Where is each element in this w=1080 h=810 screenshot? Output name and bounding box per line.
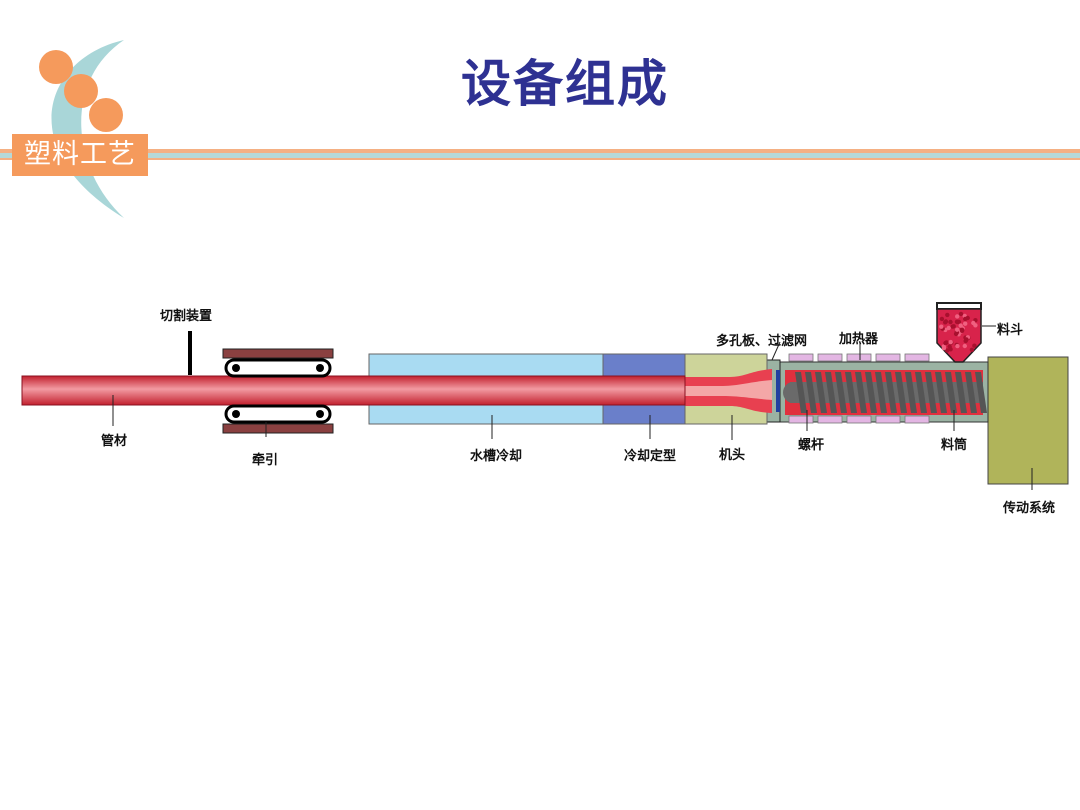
label-screw: 螺杆 xyxy=(798,438,825,453)
label-die-head: 机头 xyxy=(719,448,746,463)
drive-system xyxy=(987,356,1069,485)
cutter-blade xyxy=(188,331,192,375)
label-breaker-plate: 多孔板、过滤网 xyxy=(716,334,808,349)
extrusion-line-diagram xyxy=(21,302,1069,490)
section-badge: 塑料工艺 xyxy=(12,134,148,176)
puller-bottom-track xyxy=(224,404,332,424)
puller-top-plate xyxy=(222,348,334,359)
orange-dot-1 xyxy=(39,50,73,84)
pipe xyxy=(21,375,686,406)
filter-screen xyxy=(776,370,780,412)
orange-dot-3 xyxy=(89,98,123,132)
label-barrel: 料筒 xyxy=(941,438,968,453)
label-cutter: 切割装置 xyxy=(160,309,213,324)
label-hopper: 料斗 xyxy=(997,323,1024,338)
label-sizing: 冷却定型 xyxy=(624,449,677,464)
header-rule-band xyxy=(0,153,1080,158)
header-rule-top xyxy=(0,149,1080,153)
header-rule-bottom xyxy=(0,158,1080,160)
hopper-rim xyxy=(936,302,982,310)
screw xyxy=(783,372,987,413)
orange-dot-2 xyxy=(64,74,98,108)
label-drive: 传动系统 xyxy=(1003,501,1056,516)
label-heater: 加热器 xyxy=(839,332,879,347)
heaters xyxy=(788,353,930,424)
label-puller: 牵引 xyxy=(252,453,279,468)
puller-top-track xyxy=(224,358,332,378)
header-decoration xyxy=(0,40,1080,218)
label-water-tank: 水槽冷却 xyxy=(470,449,523,464)
page-title: 设备组成 xyxy=(461,55,669,113)
label-pipe: 管材 xyxy=(101,434,128,449)
puller-bottom-plate xyxy=(222,423,334,434)
hopper-pellets xyxy=(939,311,978,353)
